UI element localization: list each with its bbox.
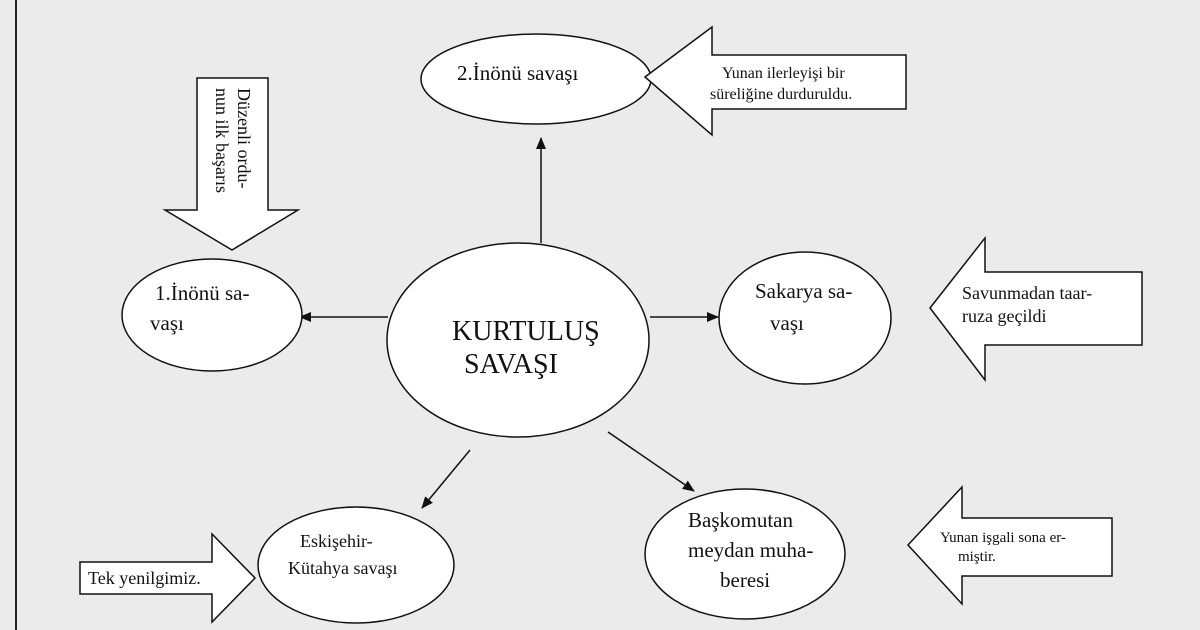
note-inonu2-line2: süreliğine durduruldu.: [710, 86, 852, 103]
battle-label-sakarya-line2: vaşı: [770, 311, 804, 335]
battle-label-eskisehir-line1: Eskişehir-: [300, 531, 373, 551]
center-ellipse: [386, 242, 650, 438]
battle-ellipse-inonu1: [121, 258, 303, 372]
note-baskomutan-line2: miştir.: [958, 549, 996, 565]
battle-label-sakarya-line1: Sakarya sa-: [755, 279, 852, 303]
battle-label-inonu2: 2.İnönü savaşı: [457, 61, 578, 85]
battle-label-baskomutan-line2: meydan muha-: [688, 538, 813, 562]
center-title-line1: KURTULUŞ: [452, 316, 600, 347]
battle-label-eskisehir-line2: Kütahya savaşı: [288, 558, 397, 578]
battle-label-inonu1-line2: vaşı: [150, 311, 184, 335]
battle-label-baskomutan-line1: Başkomutan: [688, 508, 793, 532]
battle-ellipse-baskomutan: [644, 488, 846, 620]
battle-ellipse-eskisehir: [257, 506, 455, 624]
connector-to-baskomutan: [607, 431, 695, 492]
note-arrow-inonu2: [643, 25, 907, 137]
note-eskisehir-line1: Tek yenilgimiz.: [88, 568, 201, 588]
center-title-line2: SAVAŞI: [464, 349, 558, 380]
battle-label-baskomutan-line3: beresi: [720, 568, 770, 592]
note-baskomutan-line1: Yunan işgali sona er-: [940, 530, 1066, 546]
note-inonu1-line1: Düzenli ordu-: [234, 88, 254, 188]
battle-ellipse-sakarya: [718, 251, 892, 385]
note-arrow-baskomutan: [906, 485, 1113, 606]
note-inonu2-line1: Yunan ilerleyişi bir: [722, 65, 845, 82]
note-sakarya-line1: Savunmadan taar-: [962, 283, 1092, 303]
note-arrow-sakarya: [929, 235, 1143, 383]
battle-label-inonu1-line1: 1.İnönü sa-: [155, 281, 249, 305]
note-inonu1-line2: nun ilk başarıs: [212, 88, 232, 193]
connector-to-eskisehir: [421, 449, 471, 509]
note-arrow-inonu1: [162, 77, 301, 251]
note-arrow-eskisehir: [79, 532, 257, 624]
note-sakarya-line2: ruza geçildi: [962, 306, 1046, 326]
